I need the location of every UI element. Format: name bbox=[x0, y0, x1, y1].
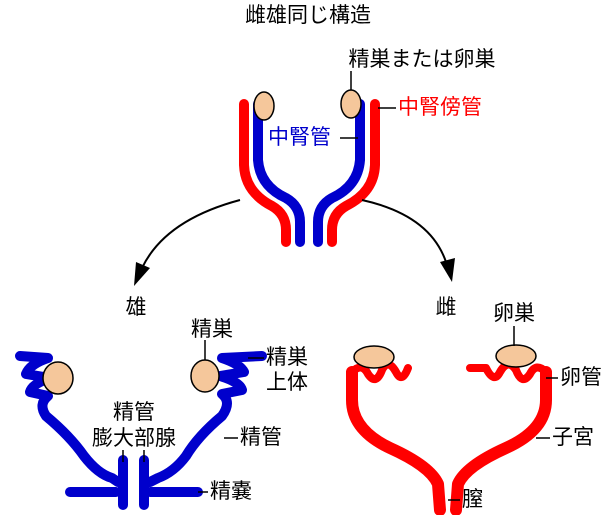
uterus-label: 子宮 bbox=[552, 425, 594, 449]
seminal-vesicle-label: 精嚢 bbox=[210, 479, 252, 503]
arrow-to-male-head bbox=[134, 262, 150, 286]
female-system bbox=[352, 345, 546, 510]
vas-deferens-label: 精管 bbox=[240, 425, 282, 449]
left-testis bbox=[43, 362, 73, 394]
testis-label: 精巣 bbox=[191, 317, 233, 341]
female-heading: 雌 bbox=[436, 295, 457, 319]
indifferent-stage bbox=[244, 90, 375, 242]
arrow-to-male bbox=[142, 200, 240, 268]
right-testis bbox=[191, 360, 219, 392]
ampulla-label-line2: 膨大部腺 bbox=[92, 426, 176, 450]
male-heading: 雄 bbox=[126, 295, 147, 319]
gonad-label: 精巣または卵巣 bbox=[349, 47, 496, 71]
paramesonephric-label: 中腎傍管 bbox=[398, 95, 482, 119]
diagram-title: 雌雄同じ構造 bbox=[245, 3, 371, 27]
arrow-to-female-head bbox=[440, 258, 455, 282]
epididymis-label-line2: 上体 bbox=[266, 370, 308, 394]
ampulla-label-line1: 精管 bbox=[113, 400, 155, 424]
right-ovary bbox=[496, 345, 536, 367]
epididymis-label-line1: 精巣 bbox=[266, 345, 308, 369]
left-uterine-horn bbox=[352, 372, 440, 510]
mesonephric-label: 中腎管 bbox=[268, 125, 331, 149]
vagina-label: 膣 bbox=[462, 487, 483, 511]
oviduct-label: 卵管 bbox=[560, 365, 602, 389]
arrow-to-female bbox=[362, 200, 446, 262]
left-ovary bbox=[354, 346, 394, 368]
right-indifferent-gonad bbox=[341, 90, 361, 118]
ovary-label: 卵巣 bbox=[493, 301, 535, 325]
left-indifferent-gonad bbox=[254, 92, 274, 120]
